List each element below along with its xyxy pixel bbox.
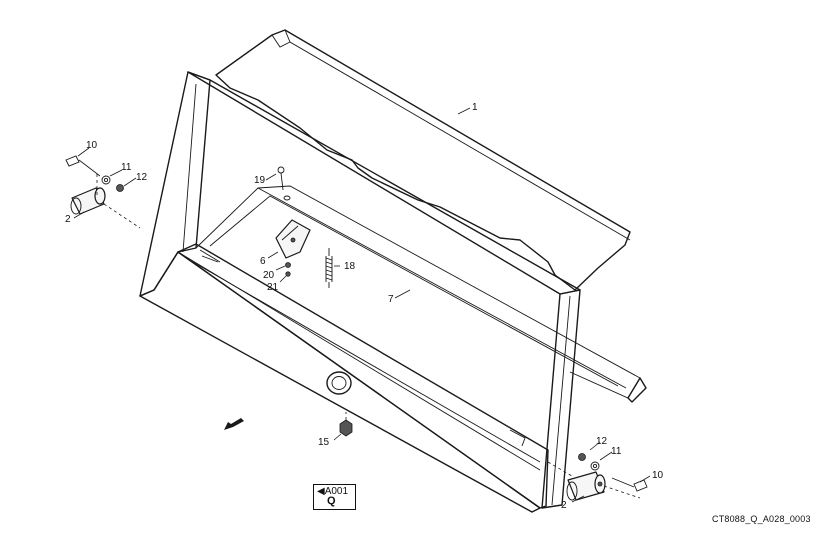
callout-2-right: 2	[561, 500, 567, 511]
callout-19: 19	[254, 175, 266, 186]
callout-20: 20	[263, 270, 275, 281]
lower-door-panel	[139, 243, 549, 513]
nut-15	[339, 412, 353, 437]
inner-deck	[195, 185, 647, 403]
callout-10-right: 10	[652, 470, 664, 481]
right-hinge-assembly	[547, 453, 648, 501]
callout-18: 18	[344, 261, 356, 272]
callout-21: 21	[267, 282, 279, 293]
front-direction-arrow-icon	[224, 418, 244, 430]
callout-12-left: 12	[136, 172, 148, 183]
callout-12-right: 12	[596, 436, 608, 447]
side-frame	[139, 71, 581, 509]
callout-11-right: 11	[611, 446, 622, 457]
callout-7: 7	[388, 294, 394, 305]
tension-spring	[325, 248, 333, 288]
callout-1: 1	[472, 102, 478, 113]
latch-bracket	[275, 219, 311, 259]
page-reference-box: ◀A001 Q	[313, 484, 356, 510]
reference-letter: Q	[327, 495, 336, 507]
rear-hood-panel	[215, 29, 631, 291]
leader-lines	[73, 107, 651, 503]
callout-2-left: 2	[65, 214, 71, 225]
reference-code: ◀A001	[317, 486, 349, 497]
callout-labels: 1 10 11 12 2 19 6 20 21 18 7 15 12 11 10…	[65, 102, 664, 511]
callout-6: 6	[260, 256, 266, 267]
callout-10-left: 10	[86, 140, 98, 151]
callout-11-left: 11	[121, 162, 132, 173]
figure-id: CT8088_Q_A028_0003	[712, 514, 811, 524]
small-hardware	[277, 166, 291, 277]
callout-15: 15	[318, 437, 330, 448]
left-hinge-assembly	[65, 155, 141, 229]
